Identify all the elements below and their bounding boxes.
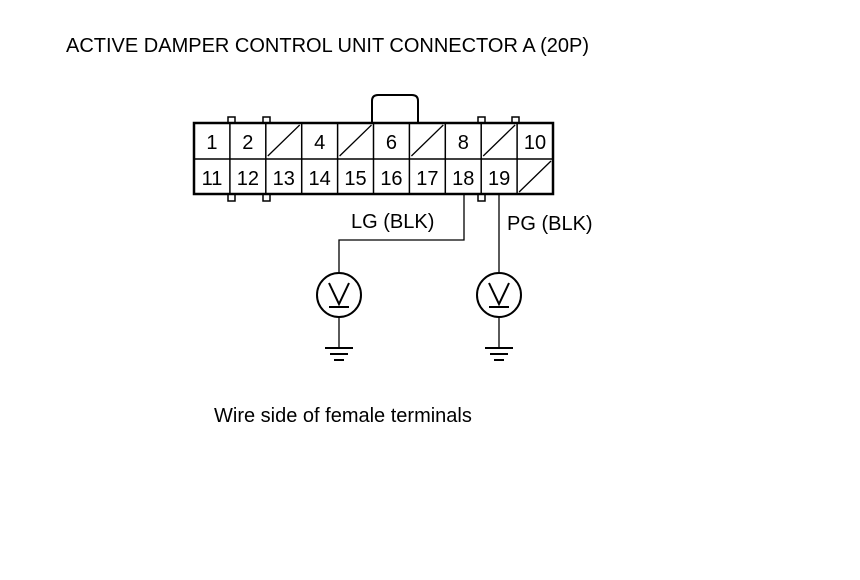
voltmeter-v-symbol bbox=[328, 282, 350, 308]
voltmeter-right bbox=[476, 272, 522, 361]
terminal-8: 8 bbox=[458, 132, 469, 154]
ground-icon bbox=[485, 347, 513, 361]
terminal-18: 18 bbox=[452, 168, 474, 190]
terminal-2: 2 bbox=[242, 132, 253, 154]
wire-pg-label: PG (BLK) bbox=[507, 213, 593, 235]
empty-terminal bbox=[410, 124, 444, 157]
terminal-17: 17 bbox=[416, 168, 438, 190]
voltmeter-left bbox=[316, 272, 362, 361]
empty-terminal bbox=[267, 124, 301, 157]
empty-terminal bbox=[339, 124, 372, 157]
terminal-14: 14 bbox=[309, 168, 331, 190]
terminal-16: 16 bbox=[380, 168, 402, 190]
terminal-4: 4 bbox=[314, 132, 325, 154]
voltmeter-icon bbox=[316, 272, 362, 318]
terminal-12: 12 bbox=[237, 168, 259, 190]
empty-terminal bbox=[482, 124, 516, 157]
empty-terminal bbox=[518, 160, 552, 193]
wire-lg bbox=[338, 194, 465, 273]
ground-icon bbox=[325, 347, 353, 361]
connector-lock-tab bbox=[371, 94, 419, 123]
diagram-title: ACTIVE DAMPER CONTROL UNIT CONNECTOR A (… bbox=[66, 35, 590, 57]
voltmeter-v-symbol bbox=[488, 282, 510, 308]
terminal-13: 13 bbox=[273, 168, 295, 190]
terminal-19: 19 bbox=[488, 168, 510, 190]
terminal-11: 11 bbox=[202, 168, 223, 190]
voltmeter-icon bbox=[476, 272, 522, 318]
terminal-6: 6 bbox=[386, 132, 397, 154]
terminal-10: 10 bbox=[524, 132, 546, 154]
diagram-footer: Wire side of female terminals bbox=[214, 405, 472, 427]
terminal-1: 1 bbox=[206, 132, 217, 154]
terminal-15: 15 bbox=[344, 168, 366, 190]
wire-lg-label: LG (BLK) bbox=[351, 211, 434, 233]
